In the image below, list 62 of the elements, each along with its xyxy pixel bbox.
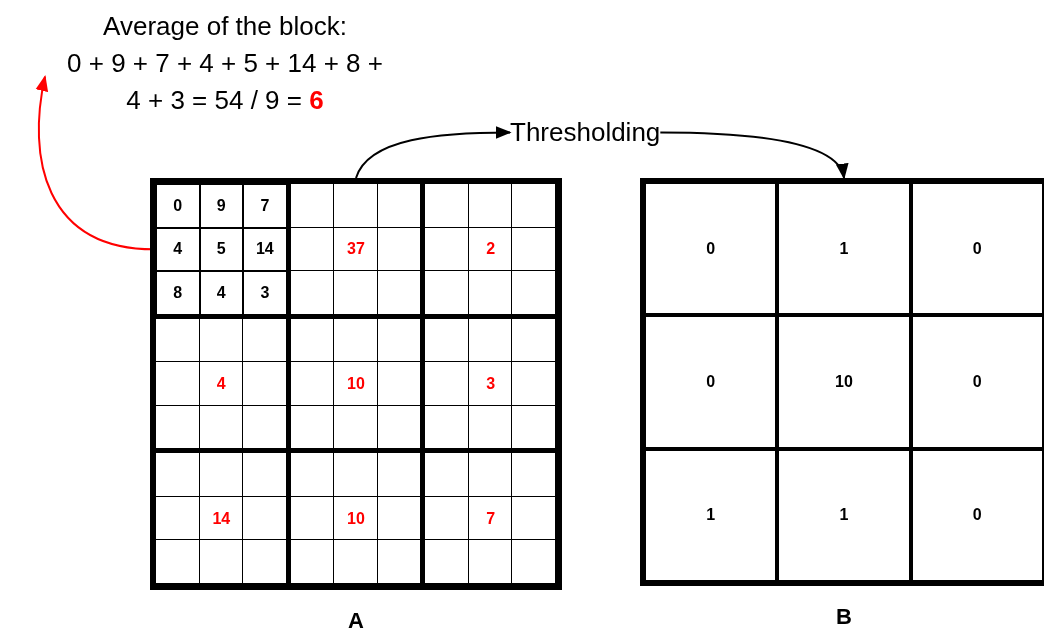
grid <box>640 178 1044 586</box>
cell-value: 1 <box>838 505 850 526</box>
grid-cell <box>910 182 1044 316</box>
grid-block <box>423 316 558 452</box>
cell-value: 14 <box>211 508 232 529</box>
grid-block <box>288 451 424 586</box>
cell-value: 10 <box>346 508 366 529</box>
grid-block <box>423 451 558 586</box>
cell-value: 0 <box>971 372 983 392</box>
cell-value: 9 <box>215 195 227 216</box>
grid-cell <box>199 184 244 228</box>
cell-value: 0 <box>971 238 983 259</box>
grid-cell <box>243 184 287 228</box>
cell-value: 2 <box>485 239 497 260</box>
cell-value: 3 <box>259 282 271 303</box>
cell-value: 5 <box>215 239 227 260</box>
grid-cell <box>199 227 244 272</box>
grid-cell <box>644 315 778 449</box>
cell-value: 1 <box>838 238 850 259</box>
cell-value: 10 <box>346 373 366 394</box>
grid-block <box>154 451 289 586</box>
grid-cell <box>156 271 200 315</box>
grid-block <box>288 182 424 317</box>
grid-block <box>288 316 424 452</box>
cell-value: 3 <box>485 373 497 394</box>
grid-cell <box>156 184 200 228</box>
grid-block <box>154 316 289 452</box>
grid-block <box>423 182 558 317</box>
grid-cell <box>777 182 911 316</box>
heading: Average of the block: <box>103 10 347 43</box>
grid <box>150 178 562 590</box>
grid-cell <box>910 315 1044 449</box>
cell-value: 0 <box>971 505 983 526</box>
cell-value: 14 <box>254 239 275 260</box>
arrow <box>355 126 512 179</box>
arrow <box>659 131 846 180</box>
panel-label: B <box>836 604 852 629</box>
cell-value: 37 <box>346 239 366 260</box>
cell-value: 7 <box>485 508 497 529</box>
cell-value: 8 <box>172 282 184 303</box>
grid-cell <box>243 271 287 315</box>
cell-value: 7 <box>259 195 271 216</box>
grid-cell <box>644 448 778 582</box>
cell-value: 4 <box>215 282 227 303</box>
cell-value: 4 <box>172 239 184 260</box>
formula: 0 + 9 + 7 + 4 + 5 + 14 + 8 + 4 + 3 = 54 / 9 = 6 <box>66 46 384 117</box>
grid-cell <box>243 227 287 272</box>
panel-label: A <box>348 608 364 633</box>
cell-value: 10 <box>834 372 854 392</box>
cell-value: 4 <box>215 373 227 394</box>
grid-block <box>154 182 289 317</box>
cell-value: 1 <box>705 505 717 526</box>
cell-value: 0 <box>172 195 184 216</box>
grid-cell <box>910 448 1044 582</box>
grid-cell <box>199 271 244 315</box>
grid-cell <box>777 448 911 582</box>
grid-cell <box>156 227 200 272</box>
grid-cell <box>644 182 778 316</box>
process-label: Thresholding <box>510 116 661 149</box>
cell-value: 0 <box>705 372 717 392</box>
grid-cell <box>777 315 911 449</box>
cell-value: 0 <box>705 238 717 259</box>
